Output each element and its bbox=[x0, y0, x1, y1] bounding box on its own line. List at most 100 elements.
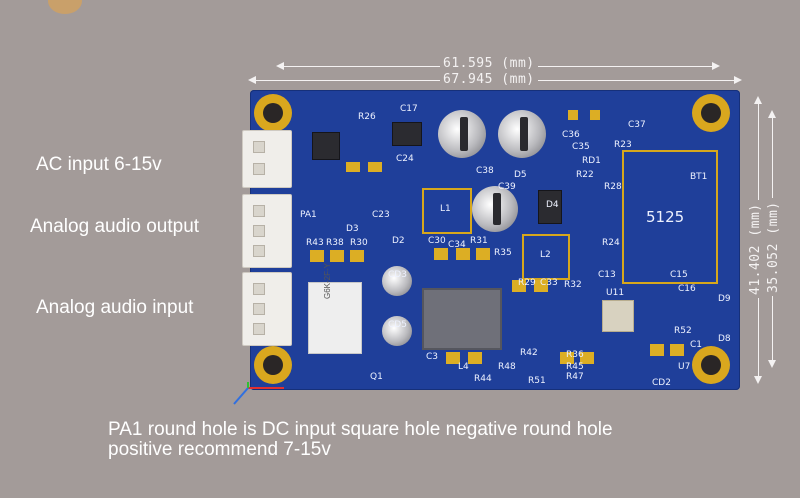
silk-d9: D9 bbox=[718, 294, 731, 304]
pcb-board: G6K-2F-Y 5125 R26 C17 C24 C23 D3 D2 R43 … bbox=[242, 90, 740, 390]
label-audio-output: Analog audio output bbox=[30, 216, 200, 237]
vdim-arrow-down-a bbox=[754, 376, 762, 384]
silk-r23: R23 bbox=[614, 140, 632, 150]
label-audio-input: Analog audio input bbox=[36, 297, 194, 318]
capacitor-1 bbox=[438, 110, 486, 158]
pad-group-8 bbox=[476, 248, 490, 260]
heatsink-pad bbox=[422, 288, 502, 350]
pad-group-7 bbox=[456, 248, 470, 260]
connector-audio-output bbox=[242, 194, 292, 268]
silk-c15: C15 bbox=[670, 270, 688, 280]
corner-blob bbox=[48, 0, 82, 14]
silk-r30: R30 bbox=[350, 238, 368, 248]
silk-r31: R31 bbox=[470, 236, 488, 246]
silk-r32: R32 bbox=[564, 280, 582, 290]
silk-r44: R44 bbox=[474, 374, 492, 384]
pad-group-1 bbox=[346, 162, 360, 172]
silk-c37: C37 bbox=[628, 120, 646, 130]
silk-d8: D8 bbox=[718, 334, 731, 344]
silk-c38: C38 bbox=[476, 166, 494, 176]
silk-r26: R26 bbox=[358, 112, 376, 122]
inductor-l2 bbox=[522, 234, 570, 280]
vdim-arrow-up-a bbox=[754, 96, 762, 104]
capacitor-cd5 bbox=[382, 316, 412, 346]
dim-arrow-left-outer bbox=[248, 76, 256, 84]
silk-c23: C23 bbox=[372, 210, 390, 220]
silk-r47: R47 bbox=[566, 372, 584, 382]
silk-c17: C17 bbox=[400, 104, 418, 114]
mounting-hole-bl bbox=[254, 346, 292, 384]
pad-group-11 bbox=[446, 352, 460, 364]
vdim-arrow-up-b bbox=[768, 110, 776, 118]
silk-cd3: CD3 bbox=[388, 270, 407, 280]
silk-u7: U7 bbox=[678, 362, 691, 372]
pad-group-5 bbox=[350, 250, 364, 262]
chip-label: 5125 bbox=[646, 208, 685, 226]
pad-group-12 bbox=[468, 352, 482, 364]
silk-c34: C34 bbox=[448, 240, 466, 250]
capacitor-3 bbox=[472, 186, 518, 232]
pad-group-16 bbox=[670, 344, 684, 356]
silk-c35: C35 bbox=[572, 142, 590, 152]
silk-c36: C36 bbox=[562, 130, 580, 140]
silk-r48: R48 bbox=[498, 362, 516, 372]
pad-group-9 bbox=[512, 280, 526, 292]
silk-d3: D3 bbox=[346, 224, 359, 234]
silk-c16: C16 bbox=[678, 284, 696, 294]
silk-c30: C30 bbox=[428, 236, 446, 246]
mounting-hole-tl bbox=[254, 94, 292, 132]
silk-l4: L4 bbox=[458, 362, 469, 372]
ic-u11 bbox=[602, 300, 634, 332]
silk-cd5: CD5 bbox=[388, 320, 407, 330]
connector-ac-input bbox=[242, 130, 292, 188]
pad-group-4 bbox=[330, 250, 344, 262]
silk-c24: C24 bbox=[396, 154, 414, 164]
bluetooth-module bbox=[622, 150, 718, 284]
silk-u11: U11 bbox=[606, 288, 625, 298]
silk-c39: C39 bbox=[498, 182, 516, 192]
silk-bt1: BT1 bbox=[690, 172, 708, 182]
silk-q1: Q1 bbox=[370, 372, 383, 382]
pad-group-2 bbox=[368, 162, 382, 172]
silk-c1: C1 bbox=[690, 340, 703, 350]
capacitor-2 bbox=[498, 110, 546, 158]
silk-l2: L2 bbox=[540, 250, 551, 260]
label-ac-input: AC input 6-15v bbox=[36, 154, 162, 175]
note-line-1: PA1 round hole is DC input square hole n… bbox=[108, 419, 613, 440]
dim-arrow-right-inner bbox=[712, 62, 720, 70]
silk-d5: D5 bbox=[514, 170, 527, 180]
dim-height-inner: 41.402 (mm) bbox=[748, 200, 763, 298]
ic-small-2 bbox=[392, 122, 422, 146]
dim-width-outer: 67.945 (mm) bbox=[440, 72, 538, 87]
inductor-l1 bbox=[422, 188, 472, 234]
ic-u5 bbox=[538, 190, 562, 224]
silk-r45: R45 bbox=[566, 362, 584, 372]
silk-r22: R22 bbox=[576, 170, 594, 180]
pad-group-14 bbox=[580, 352, 594, 364]
pad-group-18 bbox=[590, 110, 600, 120]
silk-r38: R38 bbox=[326, 238, 344, 248]
silk-d2: D2 bbox=[392, 236, 405, 246]
mounting-hole-br bbox=[692, 346, 730, 384]
silk-l1: L1 bbox=[440, 204, 451, 214]
silk-r51: R51 bbox=[528, 376, 546, 386]
silk-r29: R29 bbox=[518, 278, 536, 288]
dim-width-inner: 61.595 (mm) bbox=[440, 56, 538, 71]
dim-arrow-left-inner bbox=[276, 62, 284, 70]
axis-gizmo bbox=[233, 382, 284, 405]
connector-audio-input bbox=[242, 272, 292, 346]
silk-d4: D4 bbox=[546, 200, 559, 210]
mounting-hole-tr bbox=[692, 94, 730, 132]
silk-c3: C3 bbox=[426, 352, 439, 362]
silk-r28: R28 bbox=[604, 182, 622, 192]
pad-group-13 bbox=[560, 352, 574, 364]
silk-cd2: CD2 bbox=[652, 378, 671, 388]
silk-r35: R35 bbox=[494, 248, 512, 258]
vdim-arrow-down-b bbox=[768, 360, 776, 368]
dim-height-outer: 35.052 (mm) bbox=[766, 198, 781, 296]
silk-rd1: RD1 bbox=[582, 156, 601, 166]
dim-arrow-right-outer bbox=[734, 76, 742, 84]
pad-group-17 bbox=[568, 110, 578, 120]
silk-r52: R52 bbox=[674, 326, 692, 336]
note-line-2: positive recommend 7-15v bbox=[108, 439, 331, 460]
